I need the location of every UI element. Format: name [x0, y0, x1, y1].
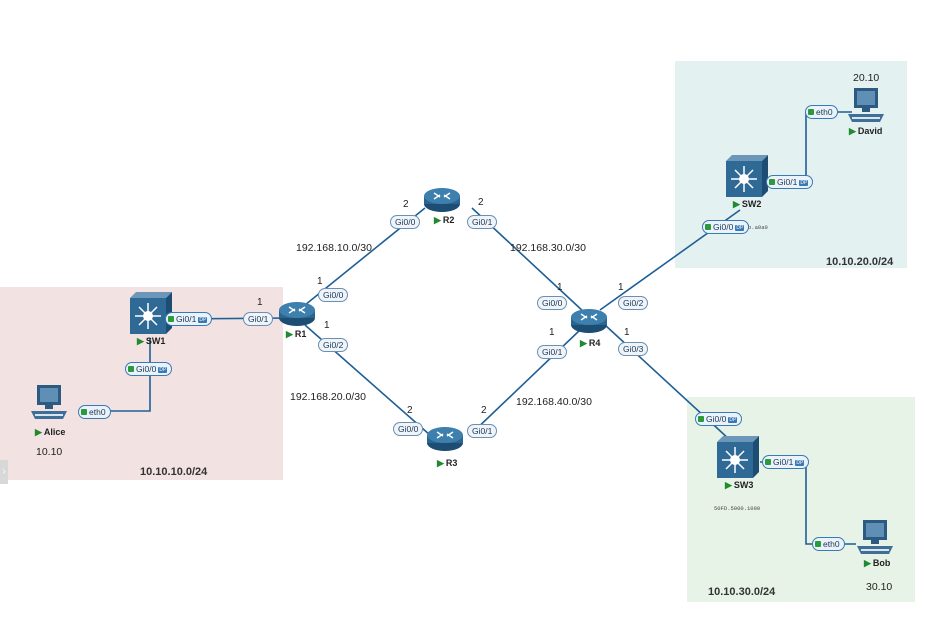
router-r4[interactable] [570, 308, 608, 334]
ifnum-r2-g01: 2 [478, 197, 484, 208]
port-alice-eth0[interactable]: eth0 [78, 405, 111, 419]
port-r3-gi0-0[interactable]: Gi0/0 [393, 422, 424, 436]
router-r3-label: ▶R3 [437, 458, 458, 468]
router-r2[interactable] [423, 187, 461, 213]
router-r1[interactable] [278, 301, 316, 327]
switch-icon [130, 292, 172, 334]
host-alice-address: 10.10 [36, 446, 63, 458]
router-r3[interactable] [426, 426, 464, 452]
zone-right-bottom-label: 10.10.30.0/24 [708, 586, 776, 598]
host-david[interactable] [846, 88, 886, 128]
host-bob-address: 30.10 [866, 581, 893, 593]
ifnum-r3-g01: 2 [481, 405, 487, 416]
subnet-r3-r4: 192.168.40.0/30 [516, 396, 592, 408]
ifnum-r2-g00: 2 [403, 199, 409, 210]
ifnum-r4-g00: 1 [557, 282, 563, 293]
router-r1-label: ▶R1 [286, 329, 307, 339]
computer-icon [857, 520, 893, 554]
ifnum-r1-g02: 1 [324, 320, 330, 331]
status-dot-icon [769, 179, 775, 185]
port-r1-gi0-0[interactable]: Gi0/0 [318, 288, 349, 302]
status-dot-icon [128, 366, 134, 372]
host-bob[interactable] [855, 520, 895, 560]
router-icon [571, 309, 607, 333]
switch-icon [717, 436, 759, 478]
status-dot-icon [698, 416, 704, 422]
ifnum-r1-g00: 1 [317, 276, 323, 287]
computer-icon [31, 385, 67, 419]
port-r1-gi0-2[interactable]: Gi0/2 [318, 338, 349, 352]
switch-sw3-mac: 50FD.5000.1000 [714, 505, 761, 512]
port-bob-eth0[interactable]: eth0 [812, 537, 845, 551]
zone-left-label: 10.10.10.0/24 [140, 466, 208, 478]
ifnum-r4-g02: 1 [618, 282, 624, 293]
router-icon [279, 302, 315, 326]
status-dot-icon [168, 316, 174, 322]
port-r2-gi0-0[interactable]: Gi0/0 [390, 215, 421, 229]
link-sw3-bob [760, 461, 856, 545]
switch-sw3-label: ▶SW3 [725, 480, 754, 490]
ifnum-r4-g01: 1 [549, 327, 555, 338]
status-dot-icon [815, 541, 821, 547]
router-icon [427, 427, 463, 451]
port-r4-gi0-0[interactable]: Gi0/0 [537, 296, 568, 310]
zone-right-bottom [687, 397, 915, 602]
port-r4-gi0-1[interactable]: Gi0/1 [537, 345, 568, 359]
switch-sw1-label: ▶SW1 [137, 336, 166, 346]
status-dot-icon [765, 459, 771, 465]
port-r1-gi0-1[interactable]: Gi0/1 [243, 312, 274, 326]
status-dot-icon [808, 109, 814, 115]
status-dot-icon [81, 409, 87, 415]
switch-sw2-label: ▶SW2 [733, 199, 762, 209]
subnet-r1-r3: 192.168.20.0/30 [290, 391, 366, 403]
host-bob-label: ▶Bob [864, 558, 891, 568]
switch-sw1[interactable] [130, 292, 172, 334]
host-alice-label: ▶Alice [35, 427, 66, 437]
collapse-handle[interactable]: › [0, 460, 8, 484]
router-r4-label: ▶R4 [580, 338, 601, 348]
port-r4-gi0-3[interactable]: Gi0/3 [618, 342, 649, 356]
port-r2-gi0-1[interactable]: Gi0/1 [467, 215, 498, 229]
link-sw2-david [768, 111, 852, 183]
port-david-eth0[interactable]: eth0 [805, 105, 838, 119]
host-alice[interactable] [29, 385, 69, 425]
switch-sw3[interactable] [717, 436, 759, 478]
ifnum-r4-g03: 1 [624, 327, 630, 338]
host-david-address: 20.10 [853, 72, 880, 84]
switch-icon [726, 155, 768, 197]
router-r2-label: ▶R2 [434, 215, 455, 225]
subnet-r1-r2: 192.168.10.0/30 [296, 242, 372, 254]
ifnum-r3-g00: 2 [407, 405, 413, 416]
computer-icon [848, 88, 884, 122]
switch-sw2-mac: b.a0a0 [748, 224, 768, 231]
zone-right-top-label: 10.10.20.0/24 [826, 256, 894, 268]
status-dot-icon [705, 224, 711, 230]
router-icon [424, 188, 460, 212]
host-david-label: ▶David [849, 126, 883, 136]
port-r4-gi0-2[interactable]: Gi0/2 [618, 296, 649, 310]
switch-sw2[interactable] [726, 155, 768, 197]
ifnum-r1-g01: 1 [257, 297, 263, 308]
subnet-r2-r4: 192.168.30.0/30 [510, 242, 586, 254]
port-r3-gi0-1[interactable]: Gi0/1 [467, 424, 498, 438]
